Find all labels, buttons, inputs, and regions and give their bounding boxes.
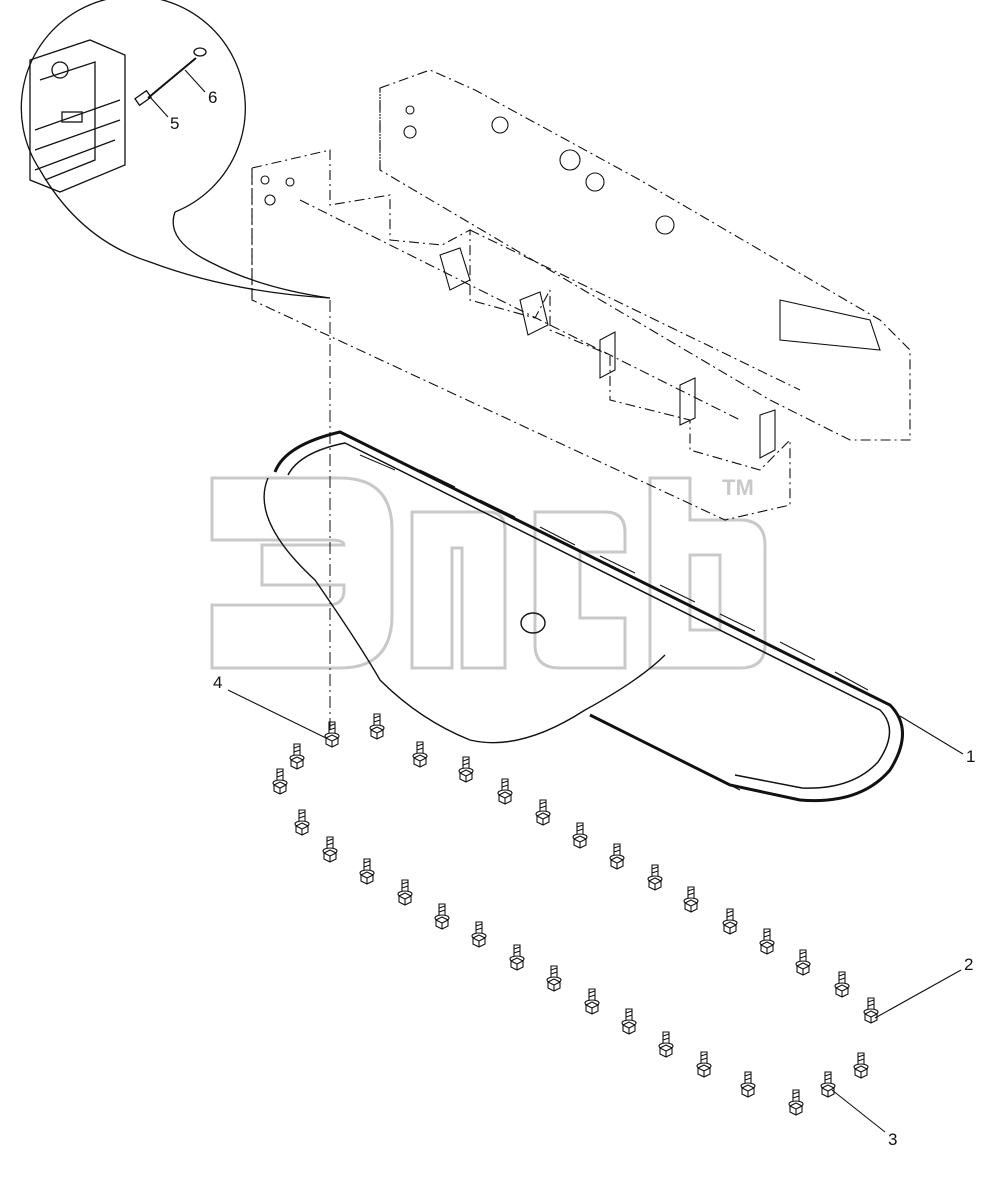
bolt-icon — [471, 921, 487, 948]
callouts: 1 2 3 4 5 6 — [170, 88, 975, 1149]
callout-2: 2 — [964, 955, 973, 974]
bolt-icon — [294, 809, 310, 836]
engine-block-detail — [260, 105, 881, 459]
bolt-icon — [759, 928, 775, 955]
bolt-icon — [696, 1051, 712, 1078]
bolt-icon — [497, 778, 513, 805]
callout-3: 3 — [888, 1130, 897, 1149]
bolt-icon — [788, 1089, 804, 1116]
callout-5: 5 — [170, 114, 179, 133]
bolt-icon — [289, 743, 305, 770]
bolt-icon — [647, 864, 663, 891]
bolt-icon — [272, 768, 288, 795]
bolt-icon — [609, 843, 625, 870]
bolt-icon — [572, 822, 588, 849]
bolt-icon — [369, 713, 385, 740]
bolt-icon — [584, 988, 600, 1015]
trademark-label: TM — [722, 475, 754, 500]
engine-block — [251, 69, 911, 521]
bolt-icon — [412, 741, 428, 768]
bolt-icon — [722, 908, 738, 935]
bolt-icon — [397, 879, 413, 906]
leader-lines — [149, 69, 964, 1133]
bolt-icon — [535, 799, 551, 826]
bolt-icon — [621, 1008, 637, 1035]
callout-1: 1 — [966, 747, 975, 766]
bolt-icon — [322, 836, 338, 863]
bolt-icon — [683, 886, 699, 913]
callout-6: 6 — [208, 88, 217, 107]
bolt-icon — [795, 949, 811, 976]
callout-4: 4 — [213, 673, 222, 692]
bolt-icon — [863, 997, 879, 1024]
bolt-icon — [546, 965, 562, 992]
bolt-icon — [820, 1071, 836, 1098]
bolt-group — [272, 713, 879, 1116]
bolt-icon — [359, 858, 375, 885]
dipstick-detail-inset — [20, 0, 331, 299]
bolt-icon — [853, 1052, 869, 1079]
bolt-icon — [509, 944, 525, 971]
oil-pan — [263, 430, 904, 803]
bolt-icon — [740, 1071, 756, 1098]
bolt-icon — [834, 971, 850, 998]
bolt-icon — [458, 756, 474, 783]
bolt-icon — [324, 721, 340, 748]
bolt-icon — [434, 903, 450, 930]
bolt-icon — [658, 1031, 674, 1058]
